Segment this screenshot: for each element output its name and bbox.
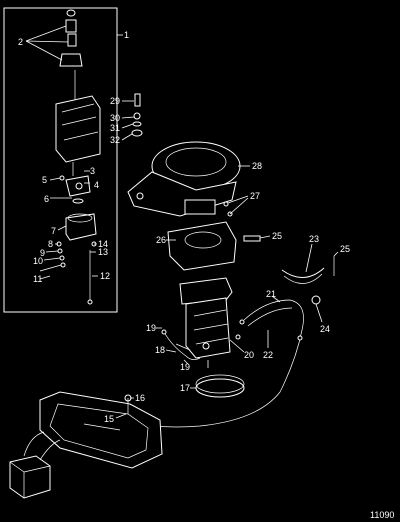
starter-motor-assembly bbox=[179, 277, 241, 359]
callout-15: 15 bbox=[104, 414, 114, 424]
callout-1a: 1 bbox=[124, 30, 129, 40]
callout-9: 9 bbox=[40, 248, 45, 258]
callout-5: 5 bbox=[42, 175, 47, 185]
engine-tray bbox=[39, 391, 163, 469]
wiring-harness bbox=[109, 299, 304, 428]
starter-exploded-parts bbox=[55, 9, 101, 305]
callout-24: 24 bbox=[320, 324, 330, 334]
callout-3: 3 bbox=[90, 166, 95, 176]
flywheel-cover bbox=[127, 141, 241, 217]
starter-detail-box bbox=[3, 7, 118, 313]
callout-4: 4 bbox=[94, 180, 99, 190]
callout-7: 7 bbox=[51, 226, 56, 236]
callout-11: 11 bbox=[33, 274, 42, 284]
callout-17: 17 bbox=[180, 383, 190, 393]
starter-bracket bbox=[167, 199, 237, 271]
callout-8: 8 bbox=[48, 239, 53, 249]
callout-26: 26 bbox=[156, 235, 166, 245]
callout-10: 10 bbox=[33, 256, 43, 266]
callout-22: 22 bbox=[263, 350, 273, 360]
callout-19b: 19 bbox=[180, 362, 190, 372]
callout-18: 18 bbox=[155, 345, 165, 355]
callout-13: 13 bbox=[98, 247, 108, 257]
callout-19a: 19 bbox=[146, 323, 156, 333]
ground-leads bbox=[161, 329, 201, 360]
callout-27: 27 bbox=[250, 191, 260, 201]
figure-number: 11090 bbox=[370, 510, 394, 520]
callout-25a: 25 bbox=[272, 231, 282, 241]
callout-31: 31 bbox=[110, 123, 120, 133]
callout-16: 16 bbox=[135, 393, 145, 403]
callout-30: 30 bbox=[110, 113, 120, 123]
leader-lines bbox=[25, 25, 339, 419]
callout-25b: 25 bbox=[340, 244, 350, 254]
callout-6: 6 bbox=[44, 194, 49, 204]
callout-29: 29 bbox=[110, 96, 120, 106]
callout-20: 20 bbox=[244, 350, 254, 360]
callout-32: 32 bbox=[110, 135, 120, 145]
callout-23: 23 bbox=[309, 234, 319, 244]
callout-12: 12 bbox=[100, 271, 110, 281]
callouts: 1 2 3 4 5 6 7 8 9 10 11 12 13 14 15 16 1… bbox=[18, 30, 350, 424]
callout-2: 2 bbox=[18, 37, 23, 47]
callout-21: 21 bbox=[266, 289, 276, 299]
battery bbox=[9, 431, 61, 499]
drive-ring bbox=[195, 374, 245, 398]
callout-28: 28 bbox=[252, 161, 262, 171]
hardware-stack-29-32 bbox=[131, 93, 143, 137]
clamp-hardware bbox=[243, 235, 335, 305]
callout-14: 14 bbox=[98, 239, 108, 249]
